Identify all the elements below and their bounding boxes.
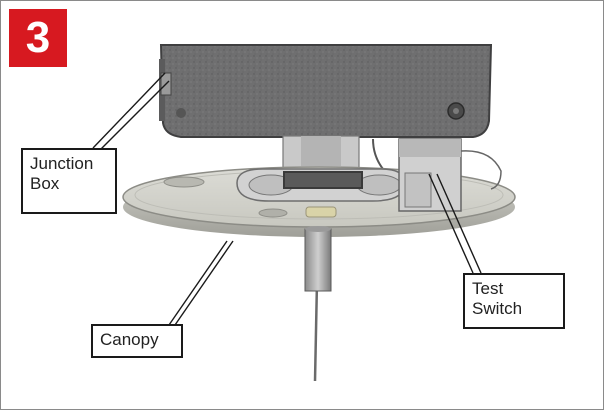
mounting-bracket [282,135,384,171]
wire [313,280,319,382]
mounting-plate [236,168,406,202]
center-tube [304,226,332,292]
canopy-label: Canopy [100,330,159,349]
junction-box-label-line1: Junction [30,154,94,173]
test-switch-label-line2: Switch [472,299,523,318]
step-number-badge: 3 [9,9,67,67]
junction-box-leader-a [92,72,166,149]
test-switch-callout: Test Switch [463,273,565,329]
test-switch-label-line1: Test [472,279,504,298]
canopy-leader-b [174,240,234,326]
leader-lines [92,72,482,326]
canopy-leader-a [168,240,228,326]
junction-box [159,44,493,138]
canopy-callout: Canopy [91,324,183,358]
junction-box-leader-b [98,80,170,152]
junction-box-callout: Junction Box [21,148,117,214]
junction-box-label-line2: Box [30,174,60,193]
test-switch-leader-b [436,173,482,274]
test-switch-leader-a [428,173,474,274]
